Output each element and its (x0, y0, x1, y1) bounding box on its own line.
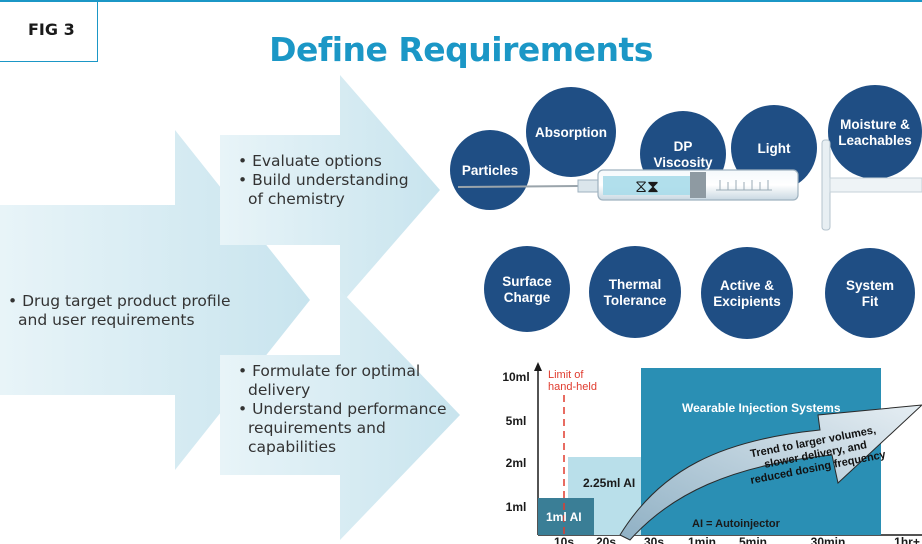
x-tick-label: 1hr+ (894, 535, 920, 544)
region-label: Wearable Injection Systems (682, 401, 841, 415)
upper-arrow (220, 75, 440, 305)
y-tick-label: 1ml (506, 500, 527, 514)
upper-bullet-2: • Build understanding of chemistry (238, 171, 409, 208)
ai-1-region (538, 498, 594, 535)
upper-bullet-1: • Evaluate options (238, 152, 382, 170)
y-tick-label: 2ml (506, 456, 527, 470)
requirement-circle: Moisture &Leachables (828, 85, 922, 179)
legend-note: AI = Autoinjector (692, 518, 781, 530)
x-tick-label: 20s (596, 535, 616, 544)
x-tick-label: 30min (811, 535, 846, 544)
lower-arrow-bullets: • Formulate for optimal delivery • Under… (238, 362, 468, 457)
top-rule (0, 0, 922, 2)
left-arrow-bullets: • Drug target product profile and user r… (8, 292, 258, 330)
page-title: Define Requirements (269, 30, 653, 69)
x-tick-label: 30s (644, 535, 664, 544)
limit-label: Limit of (548, 369, 584, 381)
requirement-circle: Active &Excipients (701, 247, 793, 339)
x-tick-label: 1min (688, 535, 716, 544)
requirement-circle-label: Absorption (535, 125, 607, 140)
lower-bullet-2: • Understand performance requirements an… (238, 400, 447, 456)
x-tick-label: 10s (554, 535, 574, 544)
upper-arrow-bullets: • Evaluate options • Build understanding… (238, 152, 438, 209)
lower-bullet-1: • Formulate for optimal delivery (238, 362, 421, 399)
requirement-circle-label: Light (758, 141, 791, 156)
requirement-circle-label: Moisture & (840, 117, 910, 132)
region-label: 2.25ml AI (583, 476, 635, 490)
requirement-circle-label: Active & (720, 278, 774, 293)
region-label: 1ml AI (546, 510, 582, 524)
requirement-circle-label: Excipients (713, 294, 781, 309)
requirement-circle-label: Leachables (838, 133, 912, 148)
requirement-circle-label: System (846, 278, 894, 293)
lower-arrow (220, 290, 460, 540)
requirement-circle-label: Tolerance (604, 293, 667, 308)
requirement-circle-label: Fit (862, 294, 879, 309)
requirement-circle: Particles (450, 130, 530, 210)
figure-label: FIG 3 (28, 20, 75, 39)
x-tick-label: 5min (739, 535, 767, 544)
requirement-circle-label: Viscosity (653, 155, 713, 170)
requirement-circle-label: Thermal (609, 277, 662, 292)
trend-arrow (619, 404, 922, 541)
volume-time-chart (534, 362, 922, 541)
y-tick-label: 10ml (502, 370, 529, 384)
svg-text:⧖⧗: ⧖⧗ (635, 177, 659, 197)
requirement-circle-label: Charge (504, 290, 551, 305)
requirement-circle-label: Particles (462, 163, 518, 178)
y-tick-label: 5ml (506, 414, 527, 428)
requirement-circle: Absorption (526, 87, 616, 177)
limit-label: hand-held (548, 381, 597, 393)
requirement-circle-label: Surface (502, 274, 552, 289)
left-bullet-1: • Drug target product profile and user r… (8, 292, 231, 329)
requirement-circle-label: DP (674, 139, 693, 154)
syringe-illustration: ⧖⧗ (457, 139, 922, 231)
figure-label-box: FIG 3 (0, 0, 98, 62)
